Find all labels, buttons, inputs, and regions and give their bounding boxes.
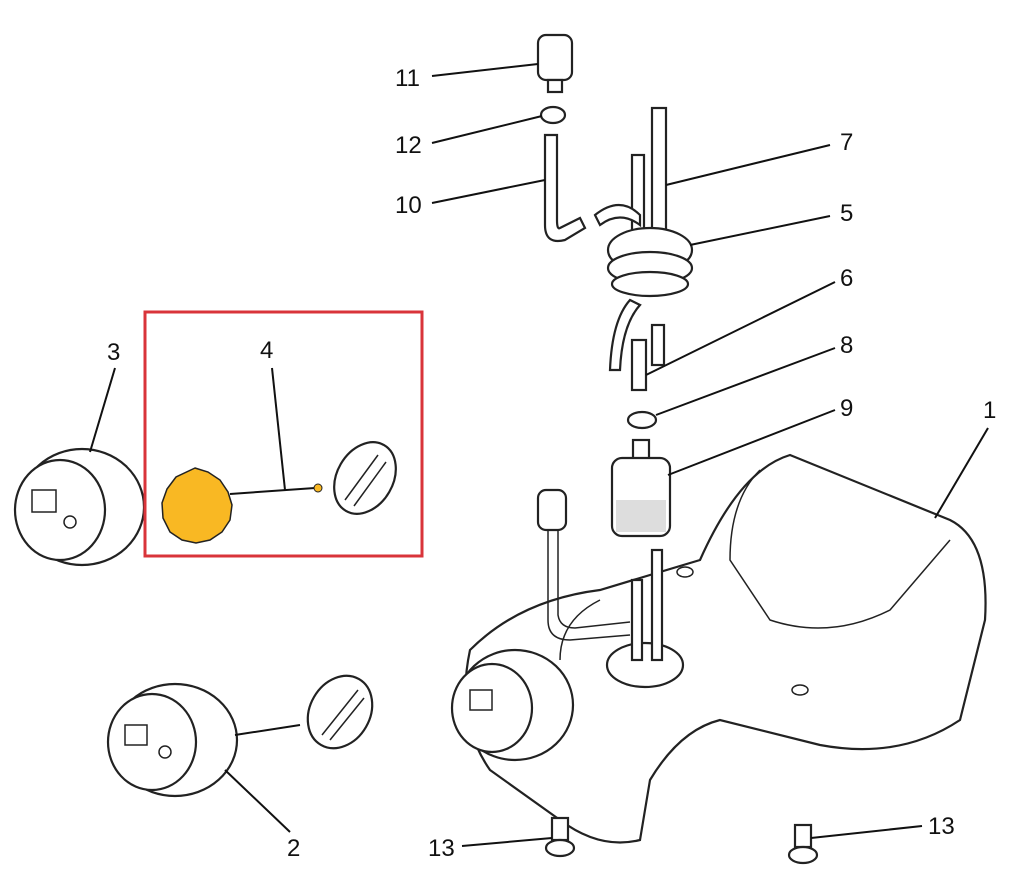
highlight-box: [143, 310, 424, 558]
part-2-tank-cap-with-gasket[interactable]: [106, 664, 385, 798]
label-6: 6: [840, 265, 853, 292]
label-9: 9: [840, 395, 853, 422]
part-12-clamp[interactable]: [539, 105, 567, 125]
part-9-filter[interactable]: [610, 438, 672, 538]
part-5-filter-cap[interactable]: [593, 153, 694, 298]
label-4: 4: [260, 337, 273, 364]
label-5: 5: [840, 200, 853, 227]
label-13-right: 13: [928, 813, 955, 840]
label-3: 3: [107, 339, 120, 366]
part-8-clamp[interactable]: [626, 410, 658, 430]
tank-fuel-lines: [536, 488, 685, 689]
label-13-left: 13: [428, 835, 455, 862]
part-13-bolt-left[interactable]: [544, 816, 576, 858]
leader-lines: [89, 63, 989, 847]
part-13-bolt-right[interactable]: [787, 823, 819, 865]
label-11: 11: [395, 65, 420, 92]
part-7-pipe[interactable]: [650, 106, 668, 240]
part-6-pipe[interactable]: [608, 298, 666, 392]
label-1: 1: [983, 397, 996, 424]
tank-cap: [450, 648, 575, 762]
part-11-plug[interactable]: [536, 33, 574, 94]
part-4-cap-tether[interactable]: [161, 431, 408, 544]
label-10: 10: [395, 192, 422, 219]
label-12: 12: [395, 132, 422, 159]
label-2: 2: [287, 835, 300, 862]
label-7: 7: [840, 129, 853, 156]
label-8: 8: [840, 332, 853, 359]
part-3-tank-cap[interactable]: [13, 447, 146, 567]
part-10-hose[interactable]: [543, 133, 587, 243]
